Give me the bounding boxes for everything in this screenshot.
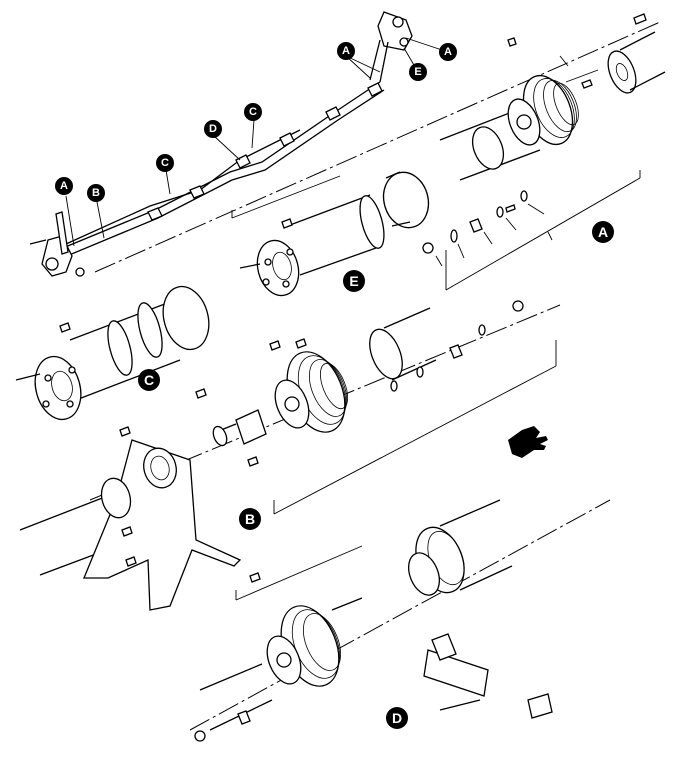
svg-text:C: C [144, 372, 154, 388]
svg-text:E: E [414, 66, 421, 78]
callout-e-view: E [343, 270, 365, 292]
svg-text:D: D [209, 123, 217, 135]
leader-lines [65, 37, 443, 247]
callout-d-linkage: D [204, 120, 222, 138]
svg-text:A: A [342, 45, 350, 57]
propeller-shaft-e [231, 171, 430, 297]
support-bracket [19, 426, 242, 611]
pointing-hand-icon [508, 426, 548, 458]
callout-a-linkage-right: A [439, 43, 457, 61]
svg-text:E: E [349, 273, 358, 289]
svg-text:B: B [92, 187, 100, 199]
svg-text:A: A [444, 46, 452, 58]
propeller-shaft-c [15, 285, 210, 421]
svg-text:C: C [249, 106, 257, 118]
carrier-bearing-group [89, 300, 561, 515]
callout-d-view: D [386, 707, 408, 729]
callout-c-linkage-left: C [156, 154, 174, 172]
callout-e-linkage: E [409, 63, 427, 81]
callout-a-view: A [592, 221, 614, 243]
linkage-rod-assembly [29, 11, 413, 277]
callout-a-linkage-center: A [337, 42, 355, 60]
svg-text:A: A [598, 224, 608, 240]
callout-c-linkage-right: C [244, 103, 262, 121]
callout-b-view: B [239, 508, 261, 530]
callout-b-linkage: B [87, 184, 105, 202]
svg-text:B: B [245, 511, 255, 527]
svg-text:C: C [161, 157, 169, 169]
carrier-bearing-group-d [189, 499, 611, 742]
hardware-strip-a [422, 170, 641, 291]
callout-c-view: C [138, 369, 160, 391]
svg-text:D: D [392, 710, 402, 726]
svg-text:A: A [60, 180, 68, 192]
callout-a-linkage-left: A [55, 177, 73, 195]
propeller-shaft-upper [94, 13, 666, 273]
